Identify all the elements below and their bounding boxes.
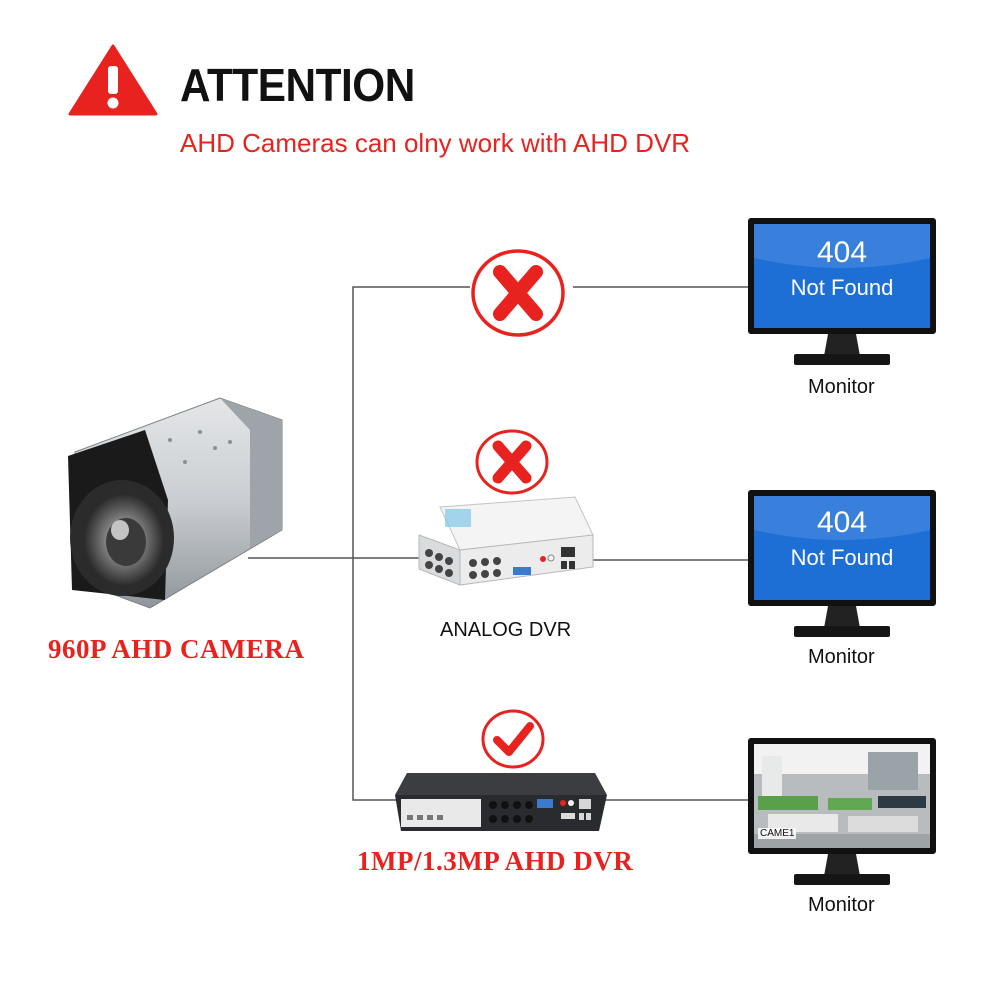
attention-subtitle: AHD Cameras can olny work with AHD DVR <box>180 128 691 158</box>
camera-label: 960P AHD CAMERA <box>48 634 305 664</box>
check-icon <box>481 709 545 769</box>
camera-channel-label: CAME1 <box>758 828 797 839</box>
monitor-icon <box>748 490 936 637</box>
monitor-2-message: Not Found <box>790 545 894 570</box>
monitor-1-label: Monitor <box>808 376 875 398</box>
fail-x-icon <box>475 429 549 495</box>
monitor-2-code: 404 <box>816 506 868 539</box>
monitor-1-code: 404 <box>816 236 868 269</box>
camera-icon <box>68 397 283 609</box>
fail-x-icon <box>471 249 565 337</box>
monitor-2-label: Monitor <box>808 646 875 668</box>
monitor-icon <box>748 738 936 885</box>
ahd-dvr-icon <box>395 773 607 831</box>
monitor-1-message: Not Found <box>790 275 894 300</box>
analog-dvr-label: ANALOG DVR <box>440 619 572 641</box>
attention-title: ATTENTION <box>180 59 415 111</box>
analog-dvr-icon <box>418 496 594 586</box>
ahd-dvr-label: 1MP/1.3MP AHD DVR <box>357 846 634 876</box>
warning-icon <box>68 44 158 116</box>
monitor-3-label: Monitor <box>808 894 875 916</box>
monitor-icon <box>748 218 936 365</box>
